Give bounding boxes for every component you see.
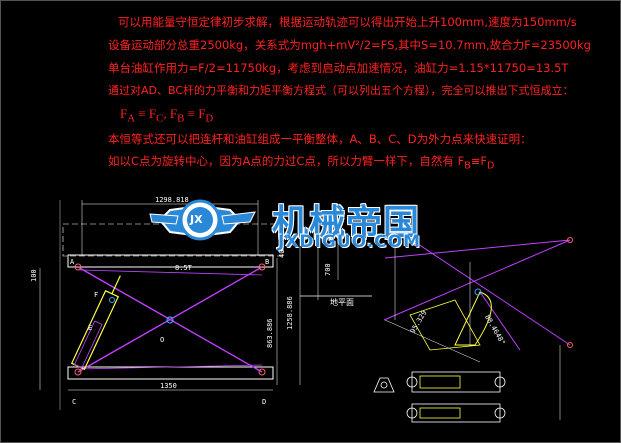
cylinder-detail bbox=[373, 371, 506, 423]
link-bc bbox=[77, 266, 263, 373]
note-line-1: 可以用能量守恒定律初步求解，根据运动轨迹可以得出开始上升100mm,速度为150… bbox=[118, 15, 577, 29]
hydraulic-cylinder bbox=[70, 275, 121, 371]
ground-plane-label: 地平面 bbox=[330, 298, 354, 307]
dim-left-height: 100 bbox=[30, 269, 38, 282]
note-line-4: 通过对AD、BC杆的力平衡和力矩平衡方程式（可以列出五个方程），完全可以推出下式… bbox=[108, 84, 574, 97]
point-f: F bbox=[94, 291, 99, 299]
dim-bottom-width: 1350 bbox=[160, 382, 177, 390]
dim-mid: 700 bbox=[324, 263, 332, 276]
watermark-badge-text: JX bbox=[190, 213, 203, 226]
equation-force-balance: FA ≡ FC, FB ≡ FD bbox=[120, 106, 214, 125]
watermark-url: JXDIGUO.COM bbox=[278, 232, 422, 252]
note-line-5: 本恒等式还可以把连杆和油缸组成一平衡整体，A、B、C、D为外力点来快速证明： bbox=[108, 132, 532, 146]
note-line-6: 如以C点为旋转中心，因为A点的力过C点，所以力臂一样下，自然有 FB≡FD bbox=[108, 154, 495, 172]
point-b: B bbox=[265, 258, 270, 266]
point-o: O bbox=[160, 336, 165, 344]
point-d: D bbox=[262, 398, 267, 406]
dim-load: 8.5T bbox=[175, 264, 192, 272]
note-line-3: 单台油缸作用力=F/2=11750kg，考虑到启动点加速情况，油缸力=1.15*… bbox=[108, 61, 569, 75]
dim-top-width: 1298.818 bbox=[155, 196, 189, 204]
dim-height-a: 1258.886 bbox=[286, 296, 294, 330]
point-a: A bbox=[70, 258, 75, 266]
point-c: C bbox=[72, 398, 77, 406]
watermark-title: 机械帝国 bbox=[272, 203, 421, 244]
watermark-badge bbox=[149, 199, 256, 241]
note-line-2: 设备运动部分总重2500kg，关系式为mgh+mV²/2=FS,其中S=10.7… bbox=[108, 38, 591, 52]
dim-height-b: 863.886 bbox=[266, 318, 274, 348]
top-platform bbox=[67, 254, 274, 268]
point-e: E bbox=[88, 324, 93, 332]
dim-small: 40 bbox=[278, 249, 286, 258]
